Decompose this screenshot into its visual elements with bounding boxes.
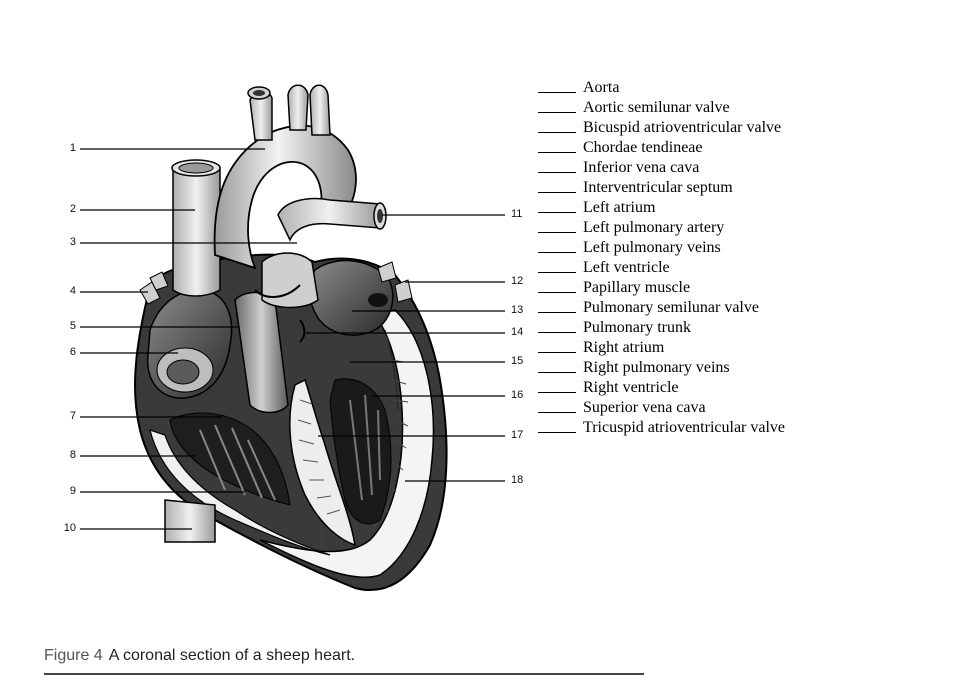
callout-4: 4 bbox=[69, 285, 76, 297]
term-item: Papillary muscle bbox=[538, 278, 938, 298]
left-atrium-chamber bbox=[308, 259, 394, 336]
answer-blank[interactable] bbox=[538, 232, 576, 233]
callout-1: 1 bbox=[69, 142, 76, 154]
term-label: Inferior vena cava bbox=[583, 159, 700, 176]
answer-blank[interactable] bbox=[538, 292, 576, 293]
callout-18: 18 bbox=[511, 474, 524, 486]
answer-blank[interactable] bbox=[538, 312, 576, 313]
superior-vena-cava bbox=[172, 169, 221, 297]
inferior-vena-cava bbox=[164, 499, 216, 543]
right-leader-lines bbox=[306, 214, 505, 482]
term-label: Aorta bbox=[583, 79, 620, 96]
term-item: Left pulmonary artery bbox=[538, 218, 938, 238]
callout-10: 10 bbox=[63, 522, 76, 534]
answer-blank[interactable] bbox=[538, 272, 576, 273]
callout-12: 12 bbox=[511, 275, 524, 287]
answer-blank[interactable] bbox=[538, 92, 576, 93]
callout-6: 6 bbox=[69, 346, 76, 358]
term-item: Tricuspid atrioventricular valve bbox=[538, 418, 938, 438]
answer-blank[interactable] bbox=[538, 432, 576, 433]
answer-blank[interactable] bbox=[538, 392, 576, 393]
term-item: Right ventricle bbox=[538, 378, 938, 398]
term-label: Right atrium bbox=[583, 339, 665, 356]
answer-blank[interactable] bbox=[538, 352, 576, 353]
term-item: Right atrium bbox=[538, 338, 938, 358]
caption-text: A coronal section of a sheep heart. bbox=[108, 647, 356, 664]
callout-13: 13 bbox=[511, 304, 524, 316]
term-label: Pulmonary trunk bbox=[583, 319, 691, 336]
term-item: Interventricular septum bbox=[538, 178, 938, 198]
term-list: Aorta Aortic semilunar valve Bicuspid at… bbox=[538, 78, 938, 438]
answer-blank[interactable] bbox=[538, 132, 576, 133]
answer-blank[interactable] bbox=[538, 112, 576, 113]
aorta bbox=[213, 124, 357, 270]
term-label: Left pulmonary artery bbox=[583, 219, 725, 236]
term-item: Bicuspid atrioventricular valve bbox=[538, 118, 938, 138]
term-item: Pulmonary trunk bbox=[538, 318, 938, 338]
myocardium-wall bbox=[259, 309, 435, 579]
callout-11: 11 bbox=[511, 208, 523, 220]
answer-blank[interactable] bbox=[538, 192, 576, 193]
term-label: Right ventricle bbox=[583, 379, 679, 396]
interventricular-septum bbox=[289, 378, 356, 547]
callout-14: 14 bbox=[511, 326, 524, 338]
term-item: Left ventricle bbox=[538, 258, 938, 278]
answer-blank[interactable] bbox=[538, 252, 576, 253]
answer-blank[interactable] bbox=[538, 372, 576, 373]
callout-9: 9 bbox=[69, 485, 76, 497]
term-label: Papillary muscle bbox=[583, 279, 691, 296]
figure-caption: Figure 4 A coronal section of a sheep hea… bbox=[44, 647, 355, 665]
term-label: Left atrium bbox=[583, 199, 656, 216]
term-label: Left ventricle bbox=[583, 259, 670, 276]
callout-8: 8 bbox=[69, 449, 76, 461]
term-item: Pulmonary semilunar valve bbox=[538, 298, 938, 318]
left-leader-lines bbox=[80, 148, 297, 530]
caption-rule bbox=[44, 673, 644, 675]
term-label: Left pulmonary veins bbox=[583, 239, 721, 256]
answer-blank[interactable] bbox=[538, 212, 576, 213]
term-label: Superior vena cava bbox=[583, 399, 706, 416]
callout-3: 3 bbox=[69, 236, 76, 248]
term-label: Bicuspid atrioventricular valve bbox=[583, 119, 782, 136]
term-label: Interventricular septum bbox=[583, 179, 733, 196]
term-item: Left pulmonary veins bbox=[538, 238, 938, 258]
callout-15: 15 bbox=[511, 355, 524, 367]
answer-blank[interactable] bbox=[538, 152, 576, 153]
term-item: Aorta bbox=[538, 78, 938, 98]
answer-blank[interactable] bbox=[538, 332, 576, 333]
left-pulmonary-artery bbox=[277, 197, 381, 242]
callout-2: 2 bbox=[69, 203, 76, 215]
callout-7: 7 bbox=[69, 410, 76, 422]
term-item: Left atrium bbox=[538, 198, 938, 218]
term-item: Inferior vena cava bbox=[538, 158, 938, 178]
callout-16: 16 bbox=[511, 389, 524, 401]
term-label: Pulmonary semilunar valve bbox=[583, 299, 759, 316]
figure-number: Figure 4 bbox=[44, 647, 103, 664]
callout-17: 17 bbox=[511, 429, 524, 441]
term-label: Tricuspid atrioventricular valve bbox=[583, 419, 786, 436]
answer-blank[interactable] bbox=[538, 172, 576, 173]
term-label: Chordae tendineae bbox=[583, 139, 703, 156]
term-item: Chordae tendineae bbox=[538, 138, 938, 158]
term-label: Right pulmonary veins bbox=[583, 359, 730, 376]
term-item: Aortic semilunar valve bbox=[538, 98, 938, 118]
term-item: Right pulmonary veins bbox=[538, 358, 938, 378]
term-item: Superior vena cava bbox=[538, 398, 938, 418]
answer-blank[interactable] bbox=[538, 412, 576, 413]
term-label: Aortic semilunar valve bbox=[583, 99, 730, 116]
callout-5: 5 bbox=[69, 320, 76, 332]
